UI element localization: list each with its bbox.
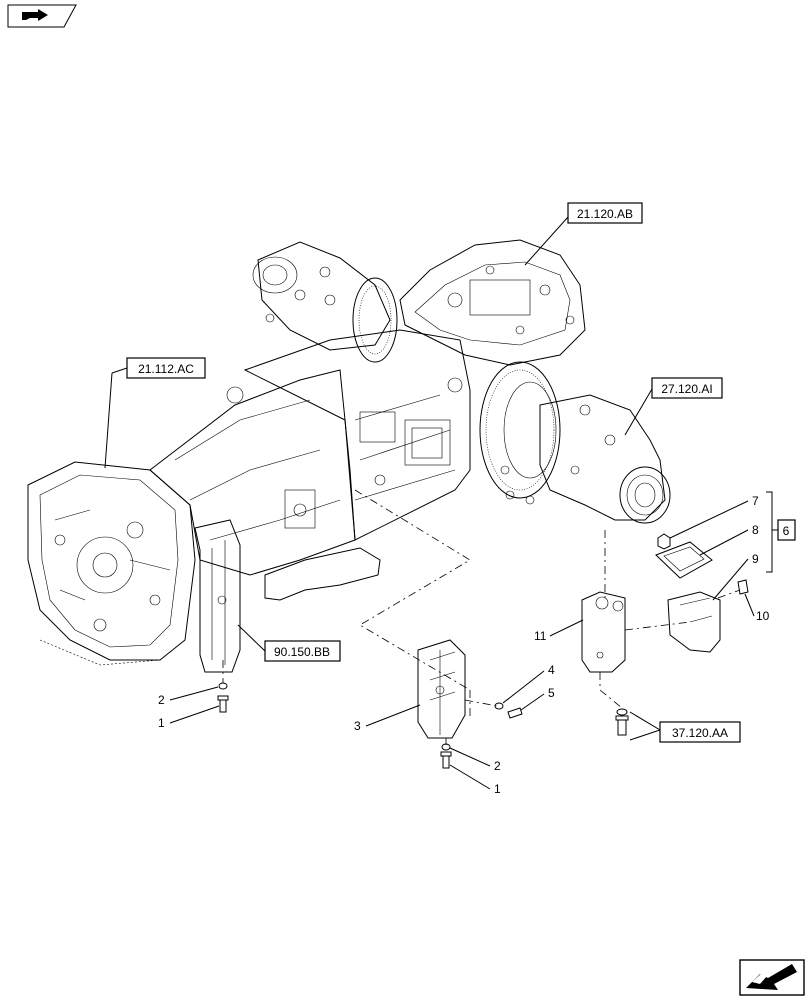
svg-text:9: 9 xyxy=(752,552,759,566)
bracket-part-3 xyxy=(417,639,466,739)
callout-2-center: 2 xyxy=(449,747,501,773)
svg-text:8: 8 xyxy=(752,523,759,537)
svg-text:4: 4 xyxy=(548,663,555,677)
svg-text:6: 6 xyxy=(783,524,790,538)
callout-11: 11 xyxy=(534,619,584,643)
callout-3: 3 xyxy=(354,704,421,733)
ref-21-120-ab[interactable]: 21.120.AB xyxy=(524,202,643,266)
svg-text:5: 5 xyxy=(548,686,555,700)
ref-label: 21.112.AC xyxy=(138,362,194,376)
callout-7: 7 xyxy=(669,494,759,539)
svg-text:1: 1 xyxy=(158,716,165,730)
callout-1-left: 1 xyxy=(158,705,220,730)
ref-37-120-aa[interactable]: 37.120.AA xyxy=(629,711,741,743)
ref-27-120-ai[interactable]: 27.120.AI xyxy=(624,377,723,436)
nut-part-7 xyxy=(657,533,671,550)
svg-text:2: 2 xyxy=(158,693,165,707)
callout-1-center: 1 xyxy=(449,764,501,796)
svg-text:1: 1 xyxy=(494,782,501,796)
plate-part-8 xyxy=(655,541,713,579)
callout-8: 8 xyxy=(699,523,759,556)
assembly-lines xyxy=(39,489,741,745)
book-arrow-icon[interactable] xyxy=(7,4,77,28)
svg-text:2: 2 xyxy=(494,759,501,773)
svg-text:3: 3 xyxy=(354,719,361,733)
ref-90-150-bb[interactable]: 90.150.BB xyxy=(237,624,341,662)
bracket-part-11 xyxy=(581,591,626,673)
ref-21-112-ac[interactable]: 21.112.AC xyxy=(104,357,206,469)
ref-label: 27.120.AI xyxy=(661,382,712,396)
callout-2-left: 2 xyxy=(158,686,219,707)
next-arrow-icon[interactable] xyxy=(739,959,805,996)
svg-text:11: 11 xyxy=(534,629,547,643)
bracket-part-9 xyxy=(667,591,721,653)
svg-text:10: 10 xyxy=(756,609,770,623)
ref-label: 21.120.AB xyxy=(577,207,633,221)
ref-label: 90.150.BB xyxy=(274,645,330,659)
svg-text:7: 7 xyxy=(752,494,759,508)
callout-4: 4 xyxy=(502,663,555,704)
callout-9: 9 xyxy=(712,552,759,601)
fasteners xyxy=(217,579,749,769)
callout-6-group: 6 xyxy=(766,491,796,573)
ref-label: 37.120.AA xyxy=(672,726,728,740)
transmission-housing-drawing xyxy=(27,239,671,673)
callout-5: 5 xyxy=(520,686,555,711)
callout-10: 10 xyxy=(744,593,770,623)
